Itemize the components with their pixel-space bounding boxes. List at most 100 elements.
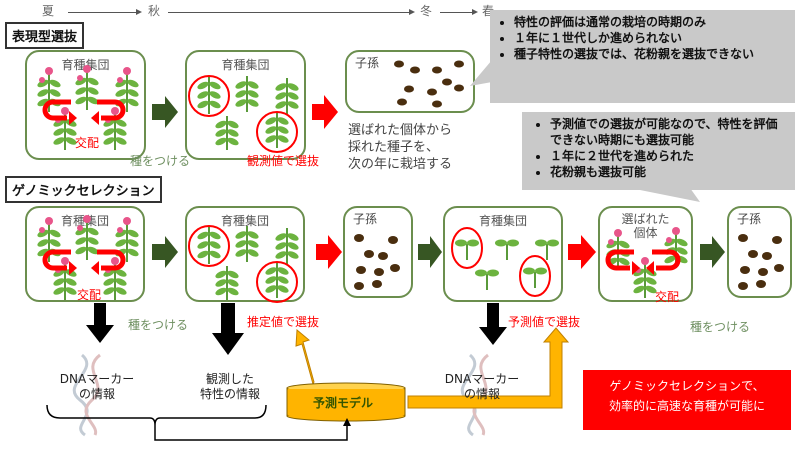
genomic-selection-label: ゲノミックセレクション [5,176,162,203]
bubble-item: １年に２世代を進められた [550,148,787,164]
black-down-arrow [479,303,507,345]
seed [758,268,768,276]
text-line: ゲノミックセレクションで、 [609,379,765,393]
seed [404,85,414,93]
plant-icon [75,215,99,260]
prediction-model-label: 予測モデル [313,396,374,410]
seed [738,282,748,290]
selection-circle [256,261,298,303]
select-predicted-label: 予測値で選抜 [508,315,581,329]
red-arrow [312,95,338,129]
black-down-arrow [212,303,244,355]
text-line: の情報 [463,387,500,401]
conclusion-box: ゲノミックセレクションで、 効率的に高速な育種が可能に [583,370,791,430]
sprout-icon [475,269,499,290]
genomic-advantages-bubble: 予測値での選抜が可能なので、特性を評価できない時期にも選抜可能 １年に２世代を進… [522,112,795,190]
plant-icon [265,112,289,148]
cross-arrow-icon [91,99,126,125]
season-winter: 冬 [420,4,433,18]
cross-label: 交配 [655,290,680,304]
offspring-box: 子孫 [343,206,413,298]
selection-circle [451,227,483,269]
offspring-box: 子孫 [727,206,792,298]
seed [772,236,782,244]
seed [442,78,452,86]
plant-icon [197,226,221,264]
sprout-icon [535,239,559,260]
seed [388,236,398,244]
seed [748,250,758,258]
observed-trait-info: 観測した 特性の情報 [185,372,275,402]
breeding-population-box: 育種集団 交配 [25,50,146,160]
sprout-icon [495,239,519,260]
seed [394,60,404,68]
plant-icon [103,107,127,150]
phenotypic-limitations-bubble: 特性の評価は通常の栽培の時期のみ １年に１世代しか進められない 種子特性の選抜で… [490,10,795,103]
plants-icon [188,225,299,303]
cross-arrow-icon [646,249,681,275]
seed [354,282,364,290]
flower-plants-icon [605,227,688,298]
seed [364,250,374,258]
seed [454,60,464,68]
connector-line [154,424,348,441]
bubble-item: 花粉親も選抜可能 [550,164,787,180]
text-line: 特性の情報 [199,387,260,401]
prediction-model-cylinder [286,382,406,422]
green-arrow [418,236,442,268]
selection-circle [188,75,230,117]
cross-arrow-icon [91,249,126,275]
cross-label: 交配 [75,136,100,150]
plant-icon [265,262,289,298]
text-line: 効率的に高速な育種が可能に [608,399,765,413]
dna-marker-info: DNAマーカー の情報 [52,372,142,402]
green-arrow [152,96,178,128]
sprout-icon [523,267,547,288]
selection-circle [188,225,230,267]
text-line: DNAマーカー [59,372,135,386]
green-arrow [152,236,178,268]
timeline-arrow [440,9,478,15]
seed [397,98,407,106]
plant-icon [215,116,239,150]
bubble-tail [630,188,700,202]
seeds-icon [394,60,464,108]
selected-individuals-box: 選ばれた個体 交配 [598,206,693,304]
sprouts-icon [451,227,559,297]
seed [378,252,388,260]
brace [46,404,267,426]
selection-circle [256,111,298,153]
phenotypic-selection-label: 表現型選抜 [5,22,85,49]
plants-icon [188,75,299,153]
seed [774,264,784,272]
box-title: 子孫 [355,56,380,70]
note-line: 次の年に栽培する [348,157,453,172]
red-arrow [316,235,342,269]
seed [432,66,442,74]
box-title: 育種集団 [220,214,269,228]
set-seed-label: 種をつける [690,320,751,334]
plant-icon [235,226,259,262]
plant-icon [197,76,221,114]
phenotypic-note: 選ばれた個体から 採れた種子を、 次の年に栽培する [348,122,452,173]
text-line: 観測した [205,372,254,386]
bubble-item: １年に１世代しか進められない [514,30,787,46]
breeding-population-box: 育種集団 [443,206,563,302]
seed [738,234,748,242]
select-observed-label: 観測値で選抜 [247,154,320,168]
selection-circle [519,255,551,297]
green-arrow [700,236,725,268]
note-line: 採れた種子を、 [348,140,440,155]
bubble-item: 予測値での選抜が可能なので、特性を評価できない時期にも選抜可能 [550,116,787,148]
cross-label: 交配 [77,288,102,302]
seed [454,84,464,92]
black-down-arrow [86,303,114,343]
cross-arrow-icon [42,99,77,125]
breeding-population-box: 育種集団 [185,206,305,303]
seed [410,66,420,74]
seed [762,252,772,260]
set-seed-label: 種をつける [128,318,189,332]
seed [756,280,766,288]
